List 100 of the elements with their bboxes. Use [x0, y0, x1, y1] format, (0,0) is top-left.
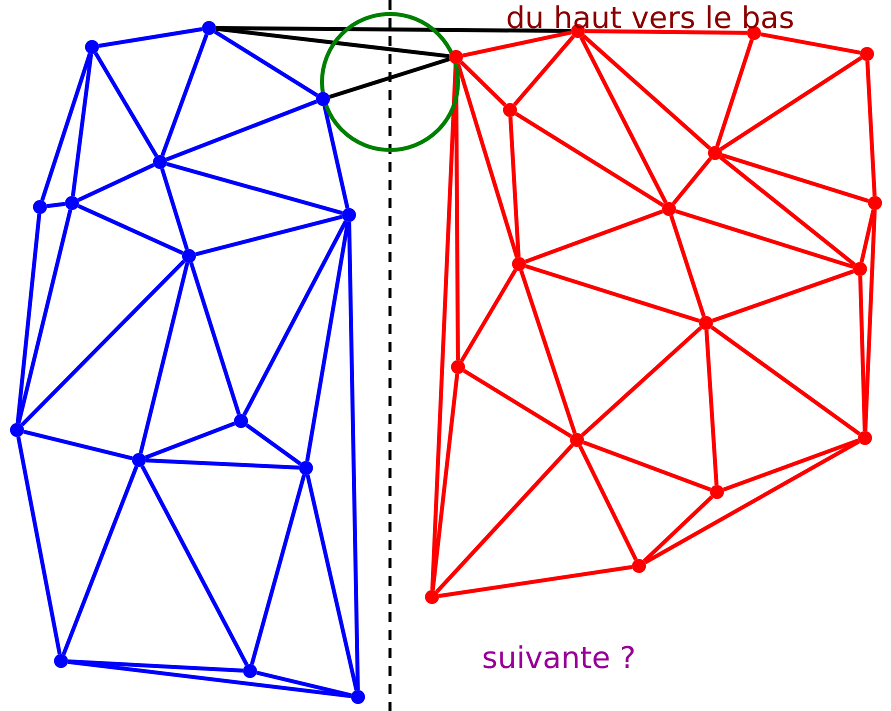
- edge-line: [584, 29, 748, 35]
- edge-line: [460, 269, 518, 362]
- edge-line: [430, 64, 458, 590]
- vertex-dot: [132, 453, 146, 467]
- vertex-dot: [860, 47, 874, 61]
- edge-line: [580, 326, 702, 437]
- edge-line: [579, 36, 668, 204]
- edge-line: [430, 374, 460, 590]
- edge-line: [438, 565, 632, 598]
- edge-line: [78, 204, 184, 255]
- vertex-dot: [342, 208, 356, 222]
- edge-line: [242, 220, 348, 416]
- edge-line: [760, 32, 860, 55]
- edge-line: [715, 39, 754, 147]
- edge-line: [68, 660, 352, 698]
- edge-line: [329, 57, 450, 99]
- edge-line: [672, 157, 712, 205]
- vertex-dot: [182, 249, 196, 263]
- edge-line: [863, 210, 877, 432]
- edge-line: [16, 436, 62, 654]
- edge-line: [513, 35, 575, 106]
- edge-line: [16, 209, 72, 424]
- vertex-dot: [632, 559, 646, 573]
- vertex-dot: [699, 316, 713, 330]
- caption-text: du haut vers le bas: [506, 2, 794, 35]
- edge-line: [216, 26, 572, 33]
- edge-line: [858, 276, 867, 432]
- edge-line: [250, 474, 306, 665]
- vertex-dot: [503, 103, 517, 117]
- edge-line: [456, 63, 519, 258]
- vertex-dot: [234, 414, 248, 428]
- vertex-dot: [858, 431, 872, 445]
- edge-line: [144, 422, 236, 460]
- vertex-dot: [10, 423, 24, 437]
- vertex-dot: [449, 50, 463, 64]
- edge-line: [216, 26, 450, 58]
- vertex-dot: [202, 21, 216, 35]
- edge-line: [214, 30, 318, 97]
- edge-line: [68, 659, 244, 673]
- edge-line: [435, 444, 574, 594]
- edge-line: [305, 222, 350, 462]
- edge-line: [62, 466, 138, 656]
- edge-line: [644, 440, 860, 564]
- vertex-dot: [512, 257, 526, 271]
- edge-line: [347, 222, 360, 690]
- edge-line: [146, 458, 300, 470]
- edge-line: [582, 440, 712, 492]
- edge-line: [166, 100, 318, 162]
- edge-line: [20, 260, 186, 426]
- edge-line: [712, 269, 854, 323]
- edge-line: [16, 214, 42, 424]
- edge-line: [78, 163, 154, 202]
- edge-line: [721, 153, 869, 203]
- edge-line: [865, 60, 877, 196]
- vertex-dot: [65, 196, 79, 210]
- vertex-dot: [299, 461, 313, 475]
- edge-line: [160, 34, 208, 156]
- edge-line: [322, 105, 350, 209]
- vertex-dot: [570, 433, 584, 447]
- edge-line: [23, 430, 133, 460]
- edge-line: [582, 34, 712, 150]
- vertex-dot: [351, 690, 365, 704]
- edge-line: [519, 270, 577, 434]
- vertex-dot: [853, 262, 867, 276]
- edge-line: [514, 112, 664, 207]
- edge-line: [720, 56, 862, 151]
- edge-line: [462, 368, 572, 438]
- edge-line: [40, 53, 92, 201]
- edge-line: [94, 52, 158, 157]
- edge-line: [256, 670, 352, 698]
- edge-line: [70, 54, 94, 196]
- edge-line: [306, 474, 358, 691]
- vertex-dot: [868, 196, 882, 210]
- edge-line: [719, 156, 856, 266]
- edge-line: [195, 214, 343, 256]
- edge-line: [722, 438, 860, 492]
- edge-line: [160, 168, 189, 250]
- edge-line: [525, 264, 700, 323]
- edge-line: [140, 465, 248, 666]
- vertex-dot: [316, 92, 330, 106]
- edge-line: [578, 445, 638, 561]
- vertex-dot: [662, 202, 676, 216]
- edge-line: [710, 325, 860, 436]
- edge-line: [46, 202, 66, 208]
- edge-line: [138, 262, 190, 454]
- caption-text: suivante ?: [482, 642, 636, 675]
- edge-line: [642, 495, 714, 563]
- vertex-dot: [33, 200, 47, 214]
- vertex-dot: [243, 664, 257, 678]
- vertex-dot: [425, 590, 439, 604]
- vertex-dot: [153, 155, 167, 169]
- edge-line: [524, 210, 664, 264]
- edge-line: [508, 116, 521, 258]
- edge-line: [460, 60, 506, 107]
- edge-line: [704, 330, 719, 486]
- edge-line: [98, 27, 202, 48]
- edge-line: [246, 423, 302, 466]
- edge-line: [462, 30, 572, 58]
- vertex-dot: [451, 360, 465, 374]
- vertex-dot: [710, 485, 724, 499]
